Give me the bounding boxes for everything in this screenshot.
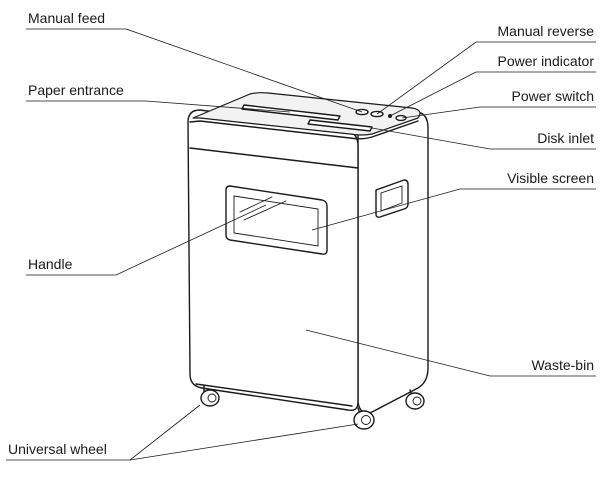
label-universal-wheel: Universal wheel	[8, 441, 107, 457]
leader-universal-wheel-right	[129, 423, 359, 461]
visible-screen-inner	[233, 195, 319, 247]
leader-handle	[26, 204, 267, 276]
label-power-switch: Power switch	[512, 88, 594, 104]
label-handle: Handle	[28, 256, 73, 272]
label-power-indicator: Power indicator	[498, 53, 595, 69]
label-disk-inlet: Disk inlet	[537, 130, 594, 146]
leader-manual-reverse	[376, 41, 596, 115]
leader-lines	[6, 28, 596, 461]
leader-manual-feed	[26, 28, 363, 113]
shredder-illustration	[187, 92, 429, 430]
label-paper-entrance: Paper entrance	[28, 82, 124, 98]
leader-disk-inlet	[371, 127, 596, 150]
side-handle-inner	[380, 185, 403, 212]
wheel-front-right	[353, 407, 375, 430]
visible-screen-window	[225, 185, 328, 255]
leader-visible-screen	[311, 188, 596, 231]
label-visible-screen: Visible screen	[507, 170, 594, 186]
lid-edge	[189, 147, 359, 169]
leader-power-switch	[401, 106, 596, 119]
leader-power-indicator	[389, 71, 596, 117]
disk-inlet-slot	[307, 119, 373, 132]
label-waste-bin: Waste-bin	[531, 357, 594, 373]
wheel-back-right	[405, 389, 425, 410]
labels: Manual feed Manual reverse Power indicat…	[8, 10, 594, 457]
side-panel	[357, 111, 429, 414]
label-manual-reverse: Manual reverse	[498, 23, 595, 39]
front-panel	[187, 109, 359, 412]
paper-entrance-slot	[241, 104, 341, 121]
top-rim	[189, 120, 419, 140]
wheel-front-left	[200, 385, 220, 407]
leader-paper-entrance	[26, 100, 291, 113]
label-manual-feed: Manual feed	[28, 10, 105, 26]
power-switch-button	[395, 114, 407, 122]
side-handle	[375, 179, 409, 218]
base-edge	[195, 383, 353, 407]
screen-reflection	[239, 196, 287, 221]
leader-waste-bin	[305, 329, 596, 377]
